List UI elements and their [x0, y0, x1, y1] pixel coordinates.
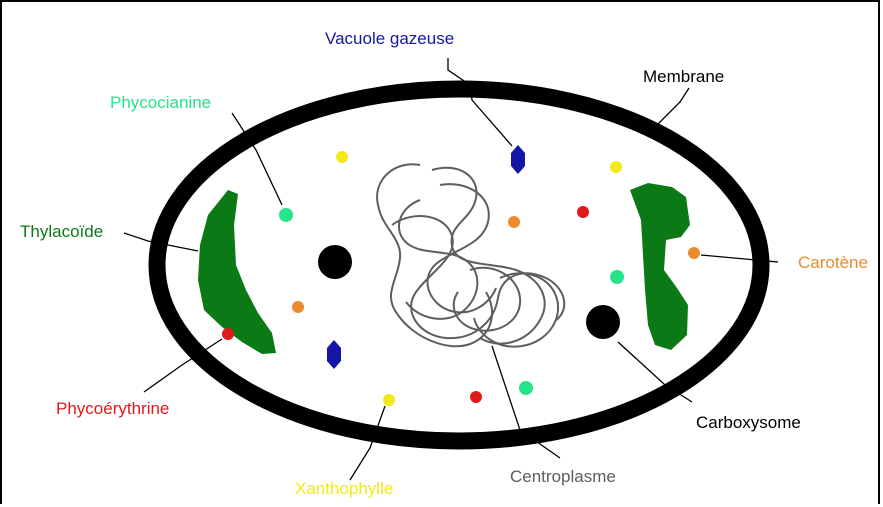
carotene-granule	[508, 216, 520, 228]
carboxysome-left	[318, 245, 352, 279]
phycocyanin-granule	[519, 381, 533, 395]
phycoerythrin-granule	[470, 391, 482, 403]
label-phycocianine: Phycocianine	[110, 93, 211, 112]
phycoerythrin-granule	[577, 206, 589, 218]
carotene-granule	[688, 247, 700, 259]
label-carboxysome: Carboxysome	[696, 413, 801, 432]
label-membrane: Membrane	[643, 67, 724, 86]
xanthophyll-granule	[336, 151, 348, 163]
leader-membrane	[658, 88, 689, 124]
phycocyanin-granule	[610, 270, 624, 284]
label-phycoerythrine: Phycoérythrine	[56, 399, 169, 418]
thylakoid-left	[198, 190, 276, 354]
thylakoid-right	[630, 183, 690, 350]
label-xanthophylle: Xanthophylle	[295, 479, 393, 498]
label-carotene: Carotène	[798, 253, 868, 272]
carotene-granule	[292, 301, 304, 313]
centroplasm-dna	[377, 164, 564, 346]
xanthophyll-granule	[383, 394, 395, 406]
gas-vacuole-top	[511, 145, 525, 174]
leader-vacuole	[448, 58, 512, 146]
label-centroplasme: Centroplasme	[510, 467, 616, 486]
label-vacuole-gazeuse: Vacuole gazeuse	[325, 29, 454, 48]
phycoerythrin-granule	[222, 328, 234, 340]
phycocyanin-granule	[279, 208, 293, 222]
gas-vacuole-bottom	[327, 340, 341, 369]
carboxysome-right	[586, 305, 620, 339]
label-thylacoide: Thylacoïde	[20, 222, 103, 241]
xanthophyll-granule	[610, 161, 622, 173]
